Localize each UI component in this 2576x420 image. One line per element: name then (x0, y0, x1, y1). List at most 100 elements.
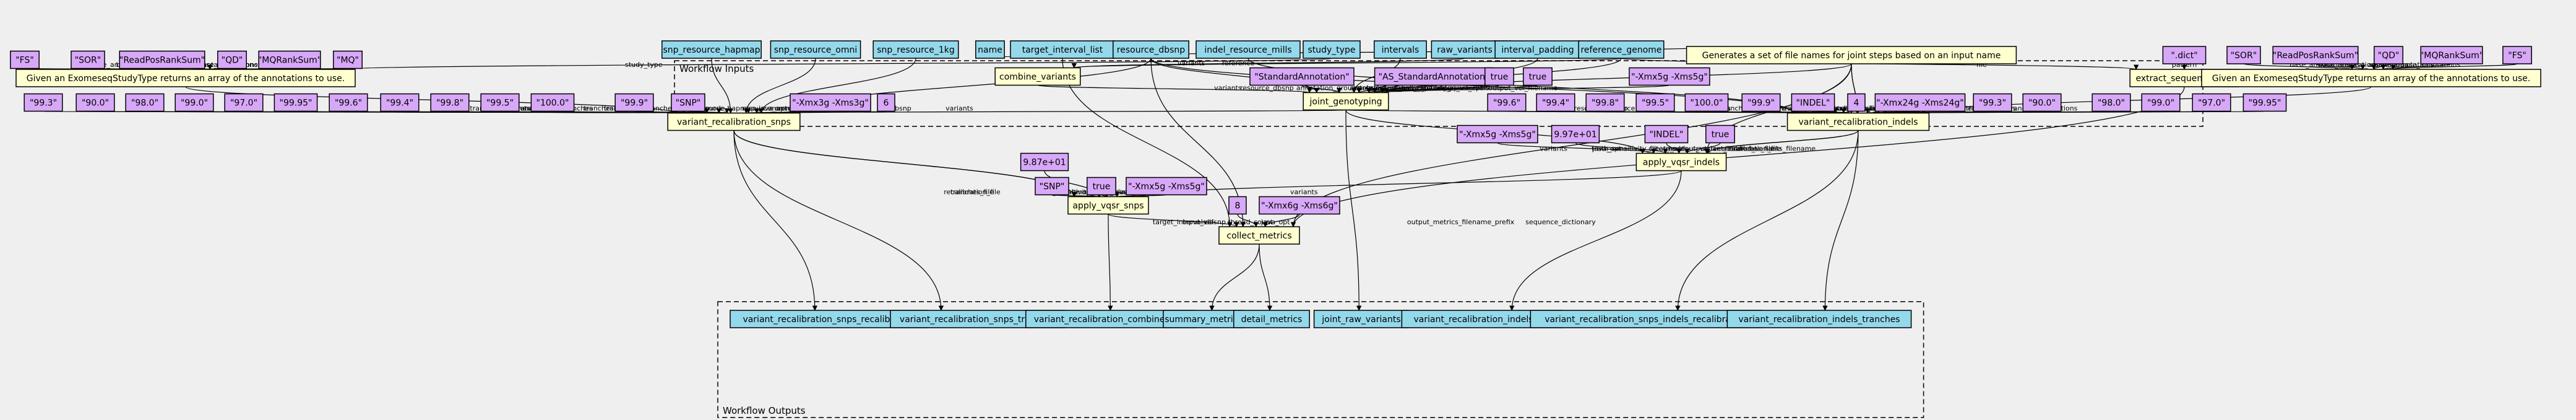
node-box (1126, 177, 1207, 196)
node-label: "AS_StandardAnnotation" (1379, 72, 1489, 82)
io-node-raw-variants: raw_variants (1431, 40, 1499, 59)
node-label: "99.9" (621, 98, 648, 108)
node-label: "StandardAnnotation" (1254, 72, 1349, 82)
literal-node-l-8: 8 (1228, 196, 1247, 215)
step-node-apply-indels: apply_vqsr_indels (1635, 152, 1727, 172)
edge-line (347, 58, 1332, 70)
node-box (872, 40, 959, 59)
edge-label: output_metrics_filename_prefix (1407, 218, 1515, 226)
edge-resource-dbsnp-to-joint-genotyping: resource_dbsnp (1150, 58, 1319, 94)
edge-line (1822, 130, 1859, 311)
edge-apply-snps-to-o3 (1108, 214, 1113, 311)
node-box (1487, 93, 1527, 112)
node-label: ".dict" (2171, 51, 2197, 61)
node-box (975, 40, 1005, 59)
literal-node-t-980b: "98.0" (2091, 93, 2131, 112)
node-label: true (1093, 182, 1111, 192)
node-box (1087, 177, 1116, 196)
edge-label: recalibration_file (944, 188, 1001, 196)
edge-label: target_intervals (1153, 218, 1207, 226)
node-label: "90.0" (2028, 98, 2056, 108)
edge-line (1072, 58, 1465, 69)
edge-label: output_recalibrated_variants_filename (1685, 145, 1816, 153)
edge-collect-metrics-to-o5 (1259, 243, 1273, 311)
node-label: "SOR" (2231, 51, 2257, 61)
node-box (1233, 310, 1310, 328)
literal-node-l-true4: true (1087, 177, 1116, 196)
node-box (1705, 125, 1735, 144)
literal-node-t-996b: "99.6" (1487, 93, 1527, 112)
node-box (1163, 310, 1244, 328)
node-label: 9.87e+01 (1023, 158, 1066, 168)
node-box (877, 93, 895, 112)
edge-label: thread_count (1228, 218, 1273, 226)
io-node-name: name (975, 40, 1005, 59)
edge-line (733, 130, 818, 311)
edge-line (1345, 110, 1362, 311)
edge-label: variants (1178, 59, 1205, 68)
node-label: "99.95" (280, 98, 312, 108)
node-label: Given an ExomeseqStudyType returns an ar… (27, 74, 345, 84)
edge-apply-indels-to-o7 (1509, 170, 1682, 311)
edge-line (1262, 214, 1300, 227)
edge-l-true3-to-apply-indels: create_output_variant_index (1648, 142, 1746, 154)
edge-vr-indels-to-o9 (1822, 130, 1859, 311)
edge-line (1209, 243, 1260, 311)
edge-label: annotation_groups (1296, 84, 1360, 92)
literal-node-l-true1: true (1484, 67, 1514, 86)
node-box (790, 93, 871, 112)
edge-line (1684, 142, 1721, 154)
node-label: target_interval_list (1022, 45, 1103, 55)
workflow-outputs-label: Workflow Outputs (723, 405, 806, 416)
edge-snp-resource-hapmap-to-vr-snps: resource_hapmap (694, 58, 756, 114)
edge-label: resource_hapmap (694, 105, 755, 113)
literal-node-l-xmx24g: "-Xmx24g -Xms24g" (1874, 93, 1966, 112)
edge-raw-variants-to-combine-variants: variants (1072, 58, 1465, 69)
node-label: true (1529, 72, 1547, 82)
node-label: 8 (1235, 201, 1241, 211)
edge-l-indel2-to-apply-indels: mode (1666, 142, 1685, 154)
node-label: "100.0" (536, 98, 569, 108)
literal-node-l-fs1: "FS" (10, 50, 40, 69)
literal-node-t-1000a: "100.0" (530, 93, 575, 112)
edge-l-stdann-to-joint-genotyping: annotation_groups (1296, 84, 1360, 94)
literal-node-t-998b: "99.8" (1585, 93, 1625, 112)
node-box (1113, 40, 1189, 59)
node-label: "SOR" (75, 56, 101, 66)
node-label: "ReadPosRankSum" (2273, 51, 2358, 61)
node-label: snp_resource_1kg (877, 45, 955, 55)
edge-label: resource_omni (742, 105, 792, 113)
node-label: "-Xmx5g -Xms5g" (1128, 182, 1205, 192)
node-label: intervals (1382, 45, 1419, 55)
node-box (1741, 93, 1781, 112)
node-label: "97.0" (230, 98, 257, 108)
node-box (24, 93, 63, 112)
node-box (333, 50, 363, 69)
node-label: "99.8" (436, 98, 463, 108)
node-label: "-Xmx24g -Xms24g" (1876, 98, 1963, 108)
node-box (1536, 93, 1575, 112)
node-box (1686, 46, 2017, 64)
literal-node-l-xmx3g: "-Xmx3g -Xms3g" (790, 93, 871, 112)
node-label: variant_recalibration_combined_vcf (1034, 315, 1189, 325)
edge-label: resource_dbsnp (1240, 84, 1294, 92)
node-box (125, 93, 165, 112)
edge-line (1379, 63, 1852, 94)
literal-node-l-mqrs2: "MQRankSum" (2420, 46, 2483, 64)
edge-line (793, 107, 1346, 114)
node-label: apply_vqsr_snps (1072, 201, 1144, 211)
node-box (1303, 92, 1389, 111)
step-node-vr-snps: variant_recalibration_snps (667, 112, 801, 131)
node-box (1684, 93, 1729, 112)
node-label: "SNP" (1040, 182, 1065, 192)
literal-node-t-970a: "97.0" (224, 93, 264, 112)
edge-line (1150, 58, 1319, 94)
node-box (2242, 93, 2287, 112)
node-box (1847, 93, 1866, 112)
node-box (661, 40, 762, 59)
node-label: 6 (884, 98, 889, 108)
literal-node-l-stdann: "StandardAnnotation" (1249, 67, 1355, 86)
node-box (671, 93, 705, 112)
node-label: snp_resource_omni (774, 45, 858, 55)
